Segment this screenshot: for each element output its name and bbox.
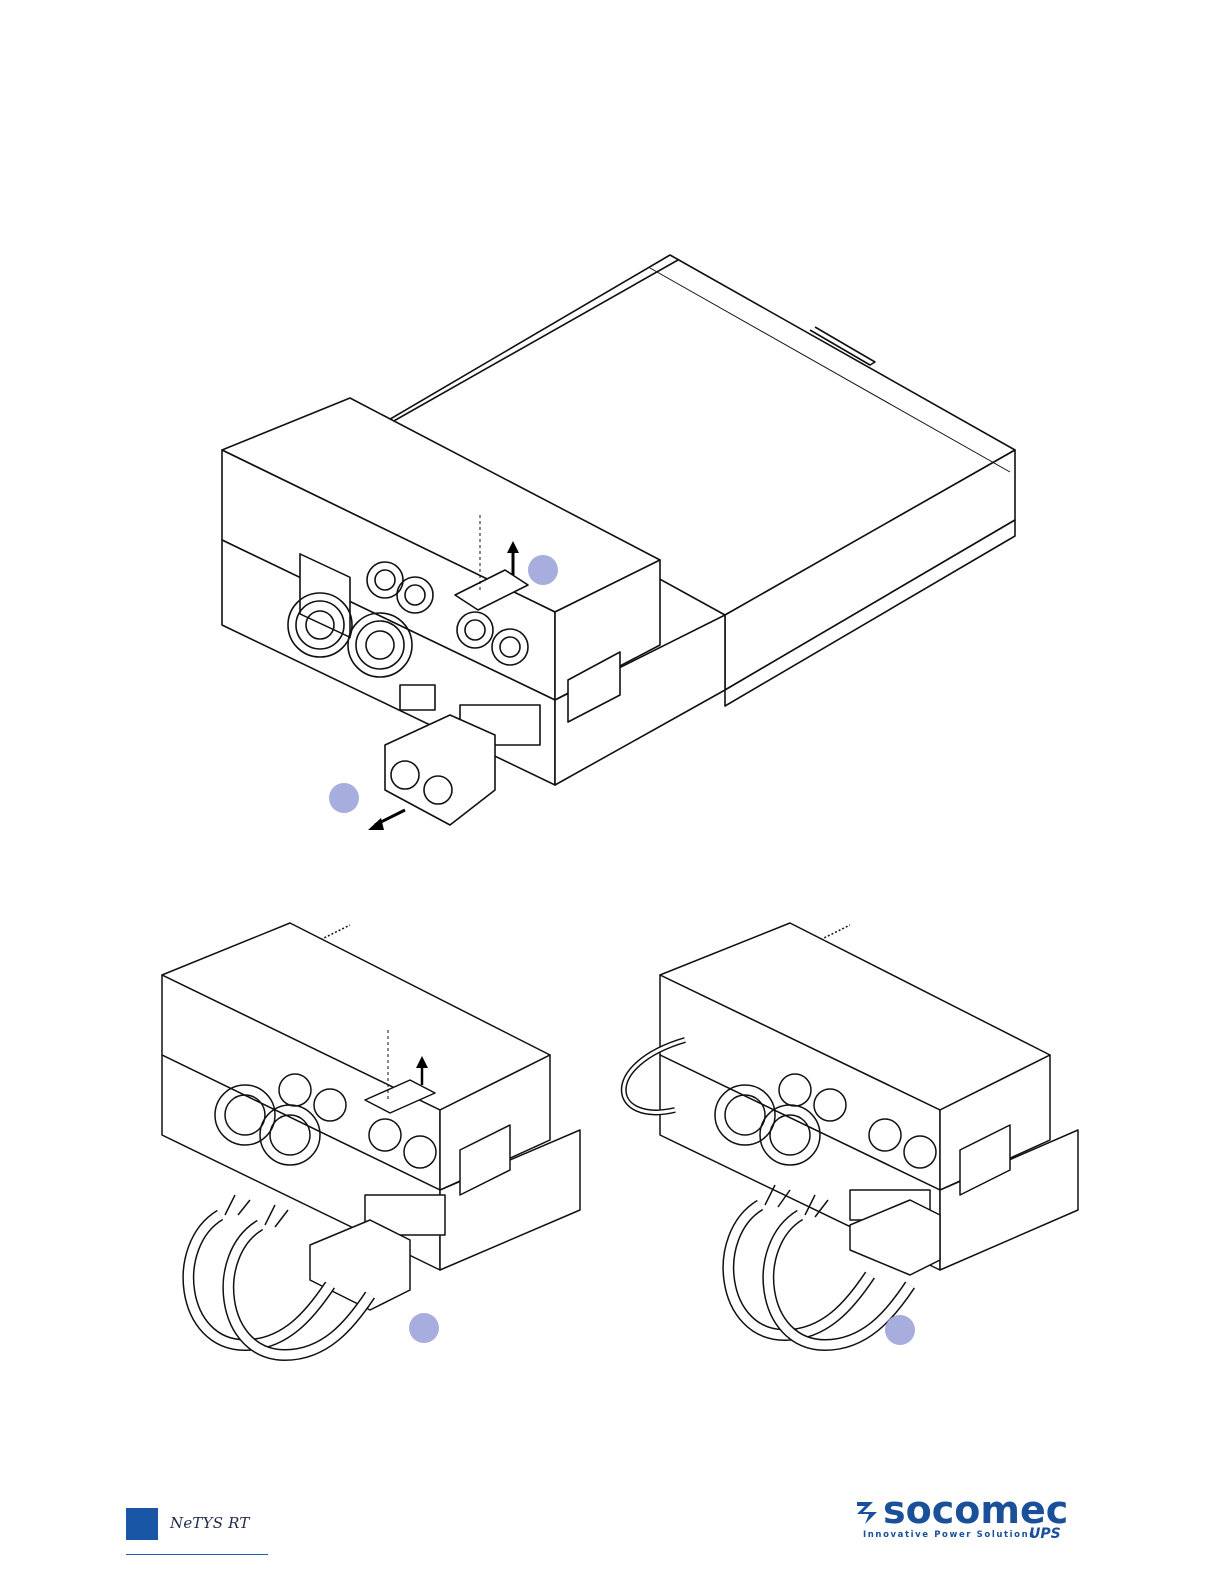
ups-rear-illustration-cables-inserted xyxy=(150,915,590,1365)
brand-tagline: Innovative Power Solutions xyxy=(863,1530,1036,1540)
brand-mark-icon xyxy=(855,1498,881,1528)
step-marker xyxy=(329,783,359,813)
arrow-down-left-icon xyxy=(368,810,405,830)
footer-rule xyxy=(126,1554,268,1555)
step-marker xyxy=(528,555,558,585)
page-accent-square xyxy=(126,1508,158,1540)
step-marker xyxy=(409,1313,439,1343)
product-name: NeTYS RT xyxy=(170,1514,250,1532)
brand-logo: socomec Innovative Power Solutions UPS xyxy=(855,1496,1080,1542)
ups-rear-illustration-main xyxy=(210,250,1030,850)
brand-suffix: UPS xyxy=(1029,1526,1061,1542)
step-marker xyxy=(885,1315,915,1345)
brand-name: socomec xyxy=(883,1490,1068,1530)
ups-rear-illustration-cables-connected xyxy=(600,915,1090,1365)
